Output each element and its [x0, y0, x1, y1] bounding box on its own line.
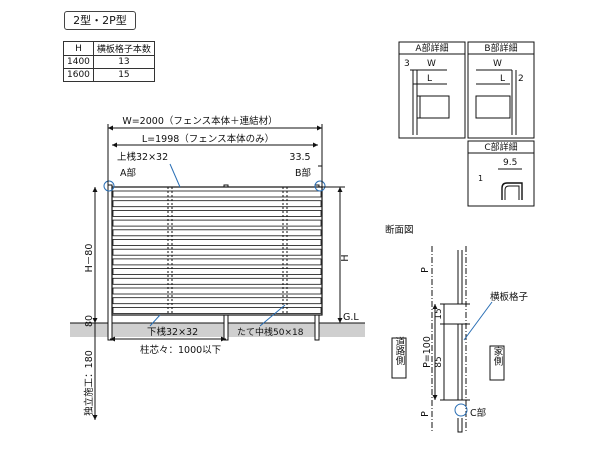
detail-c-95: 9.5 — [503, 158, 517, 168]
slat — [112, 297, 322, 305]
b-label: B部 — [295, 167, 311, 179]
p-top: P — [420, 267, 431, 273]
slat — [112, 229, 322, 237]
bottom-rail-leader — [149, 314, 161, 327]
detail-a-3: 3 — [404, 59, 410, 69]
slat — [112, 306, 322, 314]
foundation-label: 独立施工：180 — [83, 350, 95, 416]
slat-leader — [463, 301, 493, 341]
slat — [112, 219, 322, 227]
slat — [112, 248, 322, 256]
p100-label: P=100 — [422, 336, 433, 368]
slat — [112, 190, 322, 198]
slat-count-table: H 横板格子本数 1400 13 1600 15 — [63, 41, 155, 82]
section-view: 断面図 P 15 P=100 85 P 横板格子 道路側 家側 C部 — [385, 224, 529, 433]
detail-a-title: A部詳細 — [415, 42, 448, 54]
top-rail-label: 上桟32×32 — [117, 151, 168, 163]
mid-post-leader — [259, 304, 286, 327]
section-title: 断面図 — [385, 224, 414, 236]
table-cell: 15 — [92, 68, 155, 82]
dim-15-label: 15 — [434, 308, 444, 319]
panel-edge — [416, 95, 450, 119]
detail-c-1: 1 — [478, 174, 483, 183]
table-row: 1600 15 — [63, 68, 155, 82]
dim-l-label: L=1998（フェンス本体のみ） — [142, 133, 274, 145]
detail-a-frame — [398, 41, 466, 139]
slat — [112, 209, 322, 217]
slat — [112, 287, 322, 295]
slat-section — [457, 418, 463, 433]
dim-80-label: 80 — [84, 315, 95, 327]
detail-c-frame — [467, 140, 535, 207]
detail-b-title: B部詳細 — [484, 42, 517, 54]
slat — [112, 239, 322, 246]
bottom-rail-label: 下桟32×32 — [147, 326, 198, 338]
offset-label: 33.5 — [289, 152, 310, 163]
front-elevation: W=2000（フェンス本体＋連結材） L=1998（フェンス本体のみ） 上桟32… — [70, 115, 365, 420]
post-pitch-label: 柱芯々：1000以下 — [140, 344, 221, 356]
detail-a-marker — [103, 180, 115, 192]
detail-c-title: C部詳細 — [484, 141, 517, 153]
house-side-label: 家側 — [492, 346, 504, 366]
slat-section — [457, 324, 463, 401]
model-title: 2型・2P型 — [64, 11, 136, 30]
detail-c: C部詳細 9.5 1 — [467, 140, 535, 207]
slat-profile-inner — [504, 185, 520, 200]
dim-h-label: H — [340, 254, 351, 261]
table-header-row: H 横板格子本数 — [63, 41, 155, 56]
slats — [112, 190, 322, 314]
a-label: A部 — [120, 167, 136, 179]
detail-b-w: W — [493, 59, 502, 69]
slat — [112, 268, 322, 276]
slat — [112, 200, 322, 208]
slat-section — [457, 250, 463, 305]
dim-85-label: 85 — [434, 356, 444, 367]
road-side-box — [391, 337, 407, 379]
c-label: C部 — [470, 407, 486, 419]
panel-edge — [475, 95, 511, 119]
detail-b: B部詳細 W L 2 — [467, 41, 535, 139]
dim-h-minus-label: H－80 — [84, 244, 95, 273]
detail-b-l: L — [500, 74, 505, 84]
slat-label: 横板格子 — [490, 291, 529, 303]
gl-label: G.L — [343, 312, 359, 323]
detail-a-w: W — [427, 59, 436, 69]
dim-w-label: W=2000（フェンス本体＋連結材） — [122, 115, 277, 127]
detail-b-frame — [467, 41, 535, 139]
detail-a: A部詳細 3 W L — [398, 41, 466, 139]
detail-a-l: L — [427, 74, 432, 84]
slat-profile — [501, 182, 523, 200]
top-rail-leader — [169, 163, 181, 188]
house-side-box — [489, 345, 505, 381]
slat — [112, 277, 322, 285]
detail-b-marker — [314, 180, 326, 192]
p-bottom: P — [420, 411, 431, 417]
detail-b-2: 2 — [518, 74, 524, 84]
road-side-label: 道路側 — [394, 336, 406, 365]
mid-post-label: たて中桟50×18 — [237, 326, 304, 338]
slat — [112, 258, 322, 266]
ground-band — [70, 323, 365, 337]
detail-c-marker — [454, 403, 468, 417]
